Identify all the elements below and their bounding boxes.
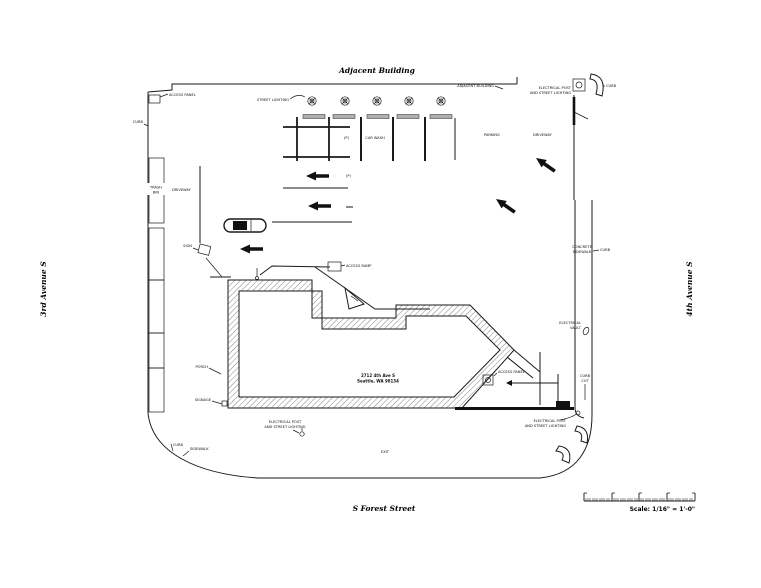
curb-label-bottomleft: CURB (173, 443, 184, 447)
street-lighting-label: STREET LIGHTING (257, 98, 289, 102)
arrow-left-icon (308, 201, 331, 211)
electrical-post-label1-line1: ELECTRICAL POST (539, 86, 572, 90)
adjacent-building-small-label: ADJACENT BUILDING (457, 84, 494, 88)
access-panel-label-1: ACCESS PANEL (169, 93, 196, 97)
access-panel-topleft: ACCESS PANEL (148, 93, 196, 104)
access-panel-east: ACCESS PANEL (482, 370, 525, 386)
building-footprint-walls (227, 279, 515, 409)
porch-label: PORCH (195, 365, 208, 369)
curb-label-right: CURB (600, 248, 611, 252)
trash-bin-label-box (147, 183, 166, 195)
building-address-line2: Seattle, WA 98134 (357, 379, 399, 384)
street-light-symbols (307, 96, 446, 106)
trash-bin-label-line1: TRASH (149, 186, 162, 190)
driveway-label-left: DRIVEWAY (172, 188, 192, 192)
electrical-vault-line2: VAULT (570, 326, 582, 330)
driveway-label-right: DRIVEWAY (533, 133, 553, 137)
scale-bar: Scale: 1/16" = 1'-0" (583, 492, 696, 513)
ramp-triangle (344, 286, 366, 310)
curb-cut-dimension: CURB CUT (580, 374, 591, 400)
arrow-southwest-icon (536, 158, 556, 173)
wheel-stops (302, 114, 453, 119)
curb-callout-left: CURB (133, 120, 149, 127)
parking-label: PARKING (484, 133, 500, 137)
traffic-arrows (240, 158, 556, 254)
electrical-post-bottomright: ELECTRICAL POST AND STREET LIGHTING (525, 410, 581, 428)
sidewalk-label: SIDEWALK (190, 447, 209, 451)
access-ramp-callout: ACCESS RAMP (327, 261, 372, 272)
entry-canopy-lines (255, 265, 430, 310)
electrical-post-label2-line2: AND STREET LIGHTING (264, 425, 305, 429)
street-light-icon (436, 96, 446, 106)
street-light-icon (404, 96, 414, 106)
exit-label: EXIT (381, 450, 390, 454)
curb-label-topright: CURB (606, 84, 617, 88)
left-planting-strip: TRASH BIN (147, 157, 166, 413)
curb-label-left: CURB (133, 120, 144, 124)
drive-lane-lines (272, 187, 353, 223)
trash-bin-label-line2: BIN (153, 191, 160, 195)
access-panel-label-2: ACCESS PANEL (498, 370, 525, 374)
curb-cut-line2: CUT (581, 379, 589, 383)
left-street-name: 3rd Avenue S (39, 261, 48, 317)
sign-callout: SIGN (183, 244, 199, 251)
curb-corner-topright: CURB (589, 73, 617, 97)
scale-bar-major-ticks (583, 492, 696, 501)
p-marker-1: (P) (344, 136, 350, 140)
adjacent-building-callout: ADJACENT BUILDING (457, 84, 504, 90)
street-light-icon (372, 96, 382, 106)
right-curb-sidewalk (572, 95, 593, 419)
electrical-post-label3-line2: AND STREET LIGHTING (525, 424, 566, 428)
porch-callout: PORCH (195, 365, 222, 375)
adjacent-building-title: Adjacent Building (338, 66, 415, 75)
east-entry-area (455, 349, 574, 410)
arrow-left-icon (306, 171, 329, 181)
street-lighting-callout: STREET LIGHTING (257, 95, 306, 102)
door-arrow-icon (506, 380, 512, 386)
parking-stall-lines (283, 117, 456, 161)
signage-label: SIGNAGE (195, 398, 212, 402)
car-symbol (223, 218, 267, 233)
curb-cut-line1: CURB (580, 374, 591, 378)
arrow-southwest-icon (496, 199, 516, 214)
car-wash-label: CAR WASH (365, 136, 385, 140)
signage-callout: SIGNAGE (195, 398, 228, 407)
scale-note: Scale: 1/16" = 1'-0" (630, 506, 695, 513)
arrow-left-icon (240, 244, 263, 254)
electrical-post-label3-line1: ELECTRICAL POST (534, 419, 567, 423)
street-light-icon (340, 96, 350, 106)
corner-islands-bottomright (555, 425, 588, 464)
concrete-sidewalk-line2: SIDEWALK (573, 250, 592, 254)
access-ramp-label: ACCESS RAMP (346, 264, 372, 268)
entry-black-pad (556, 401, 570, 408)
p-marker-2: (P) (346, 174, 352, 178)
electrical-post-label2-line1: ELECTRICAL POST (269, 420, 302, 424)
bottom-street-name: S Forest Street (353, 504, 416, 513)
electrical-post-bottomleft: ELECTRICAL POST AND STREET LIGHTING (264, 420, 306, 437)
scale-bar-minor-ticks (585, 498, 693, 501)
street-light-icon (307, 96, 317, 106)
right-street-name: 4th Avenue S (685, 261, 694, 317)
site-boundary (147, 77, 593, 479)
left-driveway-edge (197, 166, 231, 278)
electrical-post-label1-line2: AND STREET LIGHTING (530, 91, 571, 95)
building-address-line1: 2712 4th Ave S (361, 373, 395, 378)
concrete-sidewalk-labels: CONCRETE SIDEWALK CURB (572, 245, 611, 254)
electrical-post-topright: ELECTRICAL POST AND STREET LIGHTING (530, 78, 586, 95)
electrical-vault: ELECTRICAL VAULT (559, 321, 590, 336)
concrete-sidewalk-line1: CONCRETE (572, 245, 592, 249)
corner-callouts-bottomleft: CURB SIDEWALK (170, 443, 209, 457)
electrical-vault-line1: ELECTRICAL (559, 321, 581, 325)
sign-label: SIGN (183, 244, 192, 248)
